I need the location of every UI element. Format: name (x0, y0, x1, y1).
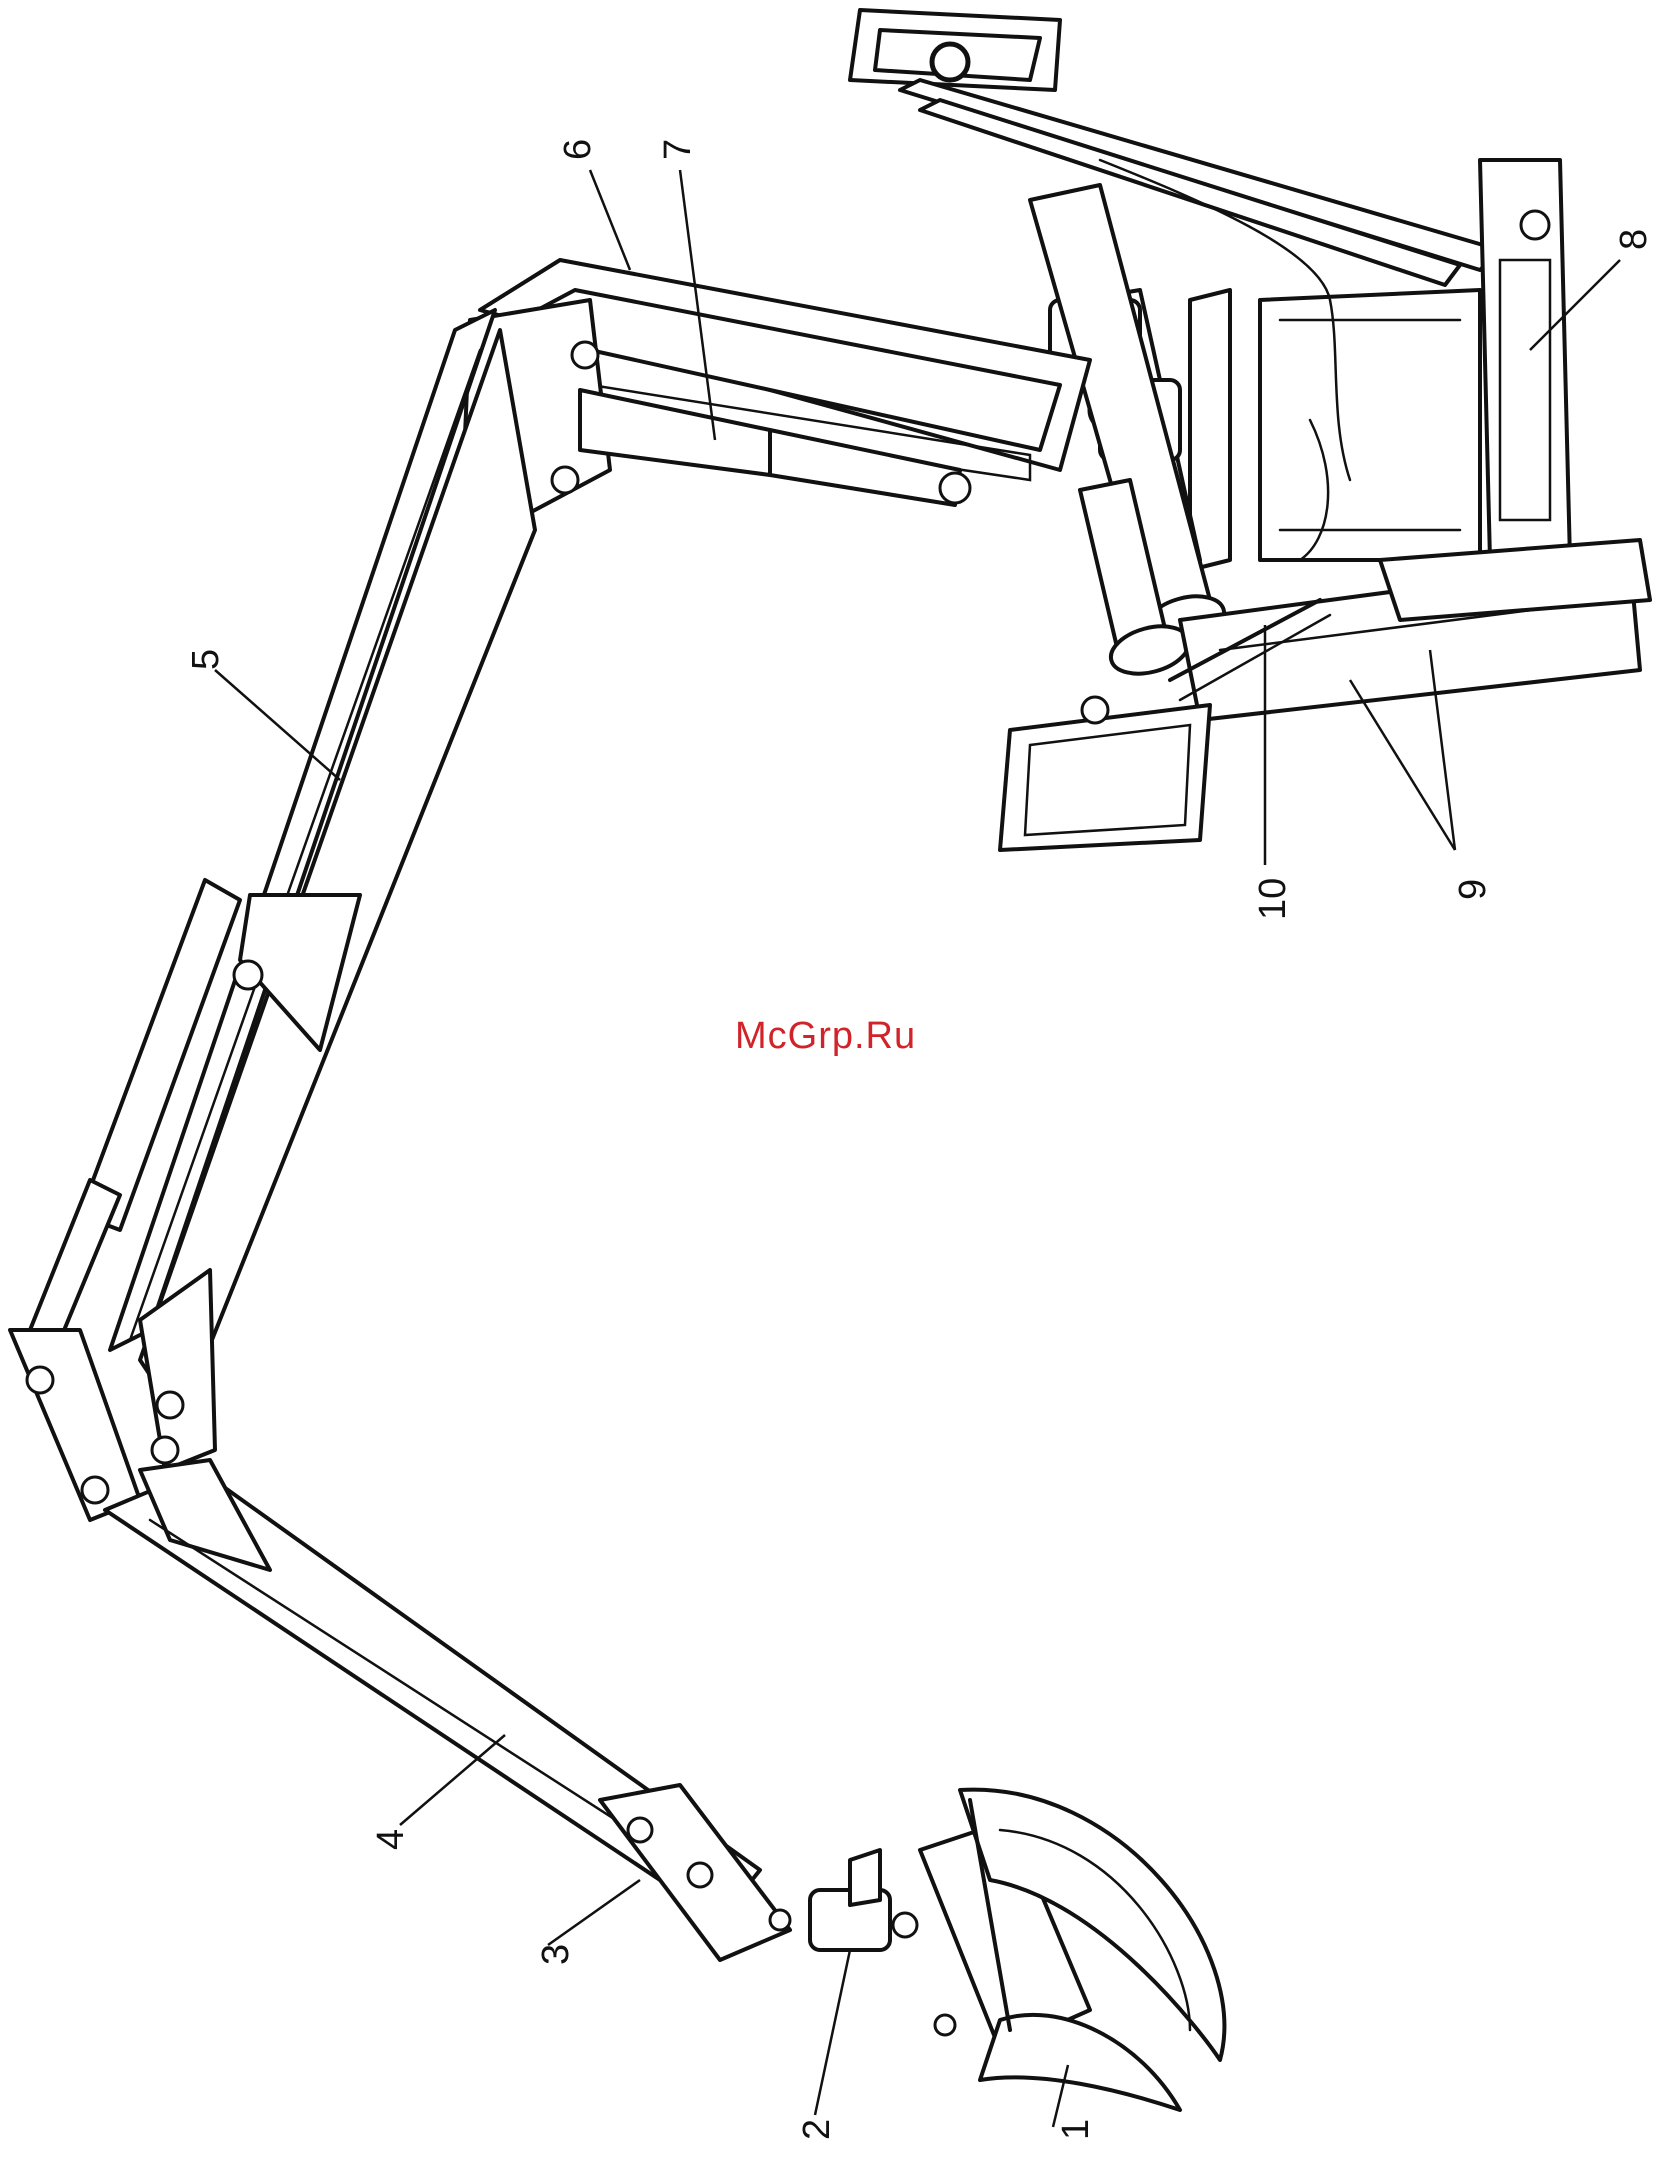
leader-2 (815, 1950, 850, 2115)
callout-4: 4 (370, 1829, 412, 1850)
leader-6 (590, 170, 630, 270)
main-boom (460, 260, 1090, 550)
leader-3 (548, 1880, 640, 1945)
callout-2: 2 (796, 2119, 838, 2140)
callout-5: 5 (185, 649, 227, 670)
telescopic-boom (105, 1460, 790, 1960)
callout-3: 3 (535, 1944, 577, 1965)
callout-6: 6 (557, 139, 599, 160)
callout-9: 9 (1452, 879, 1494, 900)
callout-10: 10 (1252, 878, 1294, 920)
callout-1: 1 (1055, 2119, 1097, 2140)
leader-9b (1350, 680, 1455, 850)
callout-7: 7 (657, 139, 699, 160)
callout-8: 8 (1613, 229, 1655, 250)
second-boom (30, 310, 535, 1420)
watermark-text: McGrp.Ru (735, 1015, 916, 1058)
leader-4 (400, 1735, 505, 1825)
rotator (810, 1850, 917, 1950)
grapple (920, 1790, 1224, 2110)
